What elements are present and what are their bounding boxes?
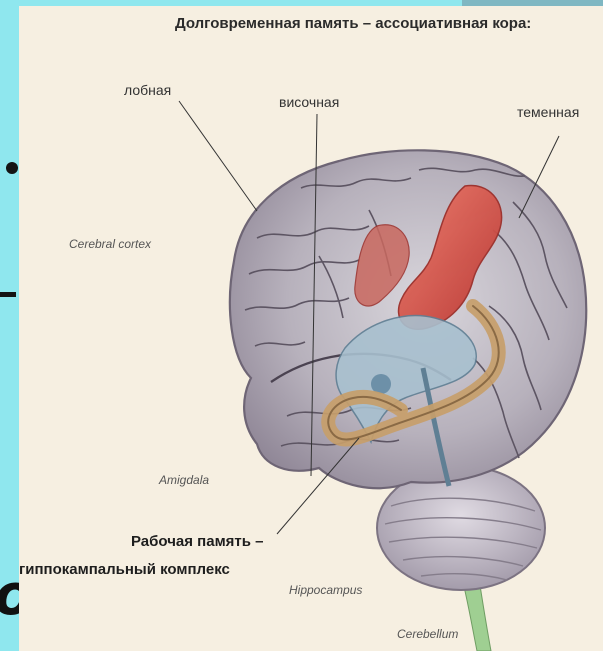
- brain-memory-illustration: Долговременная память – ассоциативная ко…: [19, 6, 603, 651]
- label-working-memory-line2: гиппокампальный комплекс: [19, 561, 230, 578]
- bullet-dot-1: [6, 162, 18, 174]
- label-cerebral-cortex: Cerebral cortex: [69, 238, 151, 252]
- label-frontal: лобная: [124, 82, 171, 98]
- label-working-memory-line1: Рабочая память –: [131, 533, 264, 550]
- label-cerebellum: Cerebellum: [397, 628, 458, 642]
- label-amygdala: Amigdala: [159, 474, 209, 488]
- label-hippocampus: Hippocampus: [289, 584, 362, 598]
- label-parietal: теменная: [517, 104, 579, 120]
- figure-heading: Долговременная память – ассоциативная ко…: [175, 15, 531, 32]
- label-temporal: височная: [279, 94, 339, 110]
- bullet-dash-1: [0, 292, 16, 297]
